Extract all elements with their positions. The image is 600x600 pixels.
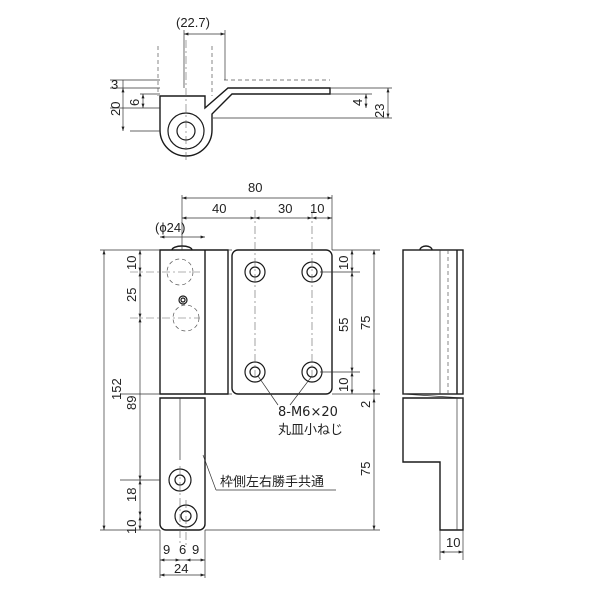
dim-left-front: 152 10 25 89 18 10 [100,249,160,534]
dim-22-7-label: (22.7) [176,15,210,30]
dim-6-label: 6 [127,99,142,106]
dim-40-label: 40 [212,201,226,216]
dim-10-rt-label: 10 [336,256,351,270]
dim-10-lt-label: 10 [124,256,139,270]
front-view: 80 40 30 10 (ϕ24) 152 10 25 89 [100,180,380,578]
screw-type-label: 丸皿小ねじ [278,423,343,438]
dim-24-label: 24 [174,561,188,576]
dim-10-top-label: 10 [310,201,324,216]
dim-4-label: 4 [350,99,365,106]
dim-2-label: 2 [358,401,373,408]
side-view-part [402,245,464,531]
dim-20-label: 20 [108,102,123,116]
dim-phi24-label: (ϕ24) [155,220,185,235]
dim-75-lower-label: 75 [358,462,373,476]
dim-80-label: 80 [248,180,262,195]
dim-left-stack: 3 6 20 [108,77,160,132]
dim-9b-label: 9 [192,542,199,557]
common-note-label: 枠側左右勝手共通 [220,475,324,490]
top-view: (22.7) 3 6 20 4 23 [108,15,392,160]
dim-55-label: 55 [336,318,351,332]
dim-6-label: 6 [179,542,186,557]
dim-10-rb-label: 10 [336,378,351,392]
dim-22-7: (22.7) [176,15,226,88]
dim-side-10-label: 10 [446,535,460,550]
front-view-part [130,210,333,545]
dim-152-label: 152 [109,378,124,400]
dim-30-label: 30 [278,201,292,216]
top-view-part [157,40,331,160]
screw-callout: 8-M6×20 丸皿小ねじ [257,375,343,438]
dim-23-label: 23 [372,104,387,118]
dim-right-stack: 4 23 [213,87,392,119]
dim-top-stack: 80 40 30 10 [181,180,333,250]
screw-spec-label: 8-M6×20 [278,405,338,420]
dim-25-label: 25 [124,288,139,302]
dim-side-10: 10 [439,530,464,560]
dim-9a-label: 9 [163,542,170,557]
common-callout: 枠側左右勝手共通 [202,454,336,491]
screw-holes [244,261,323,383]
dim-right-front: 10 55 10 75 2 75 [205,249,380,531]
dim-18-label: 18 [124,488,139,502]
dim-89-label: 89 [124,396,139,410]
dim-75-r-label: 75 [358,316,373,330]
dim-phi24: (ϕ24) [155,220,205,239]
dim-bottom-stack: 9 6 9 24 [159,530,206,578]
dim-3-label: 3 [111,77,118,92]
side-view: 10 [402,245,464,560]
dim-10-lb-label: 10 [124,520,139,534]
